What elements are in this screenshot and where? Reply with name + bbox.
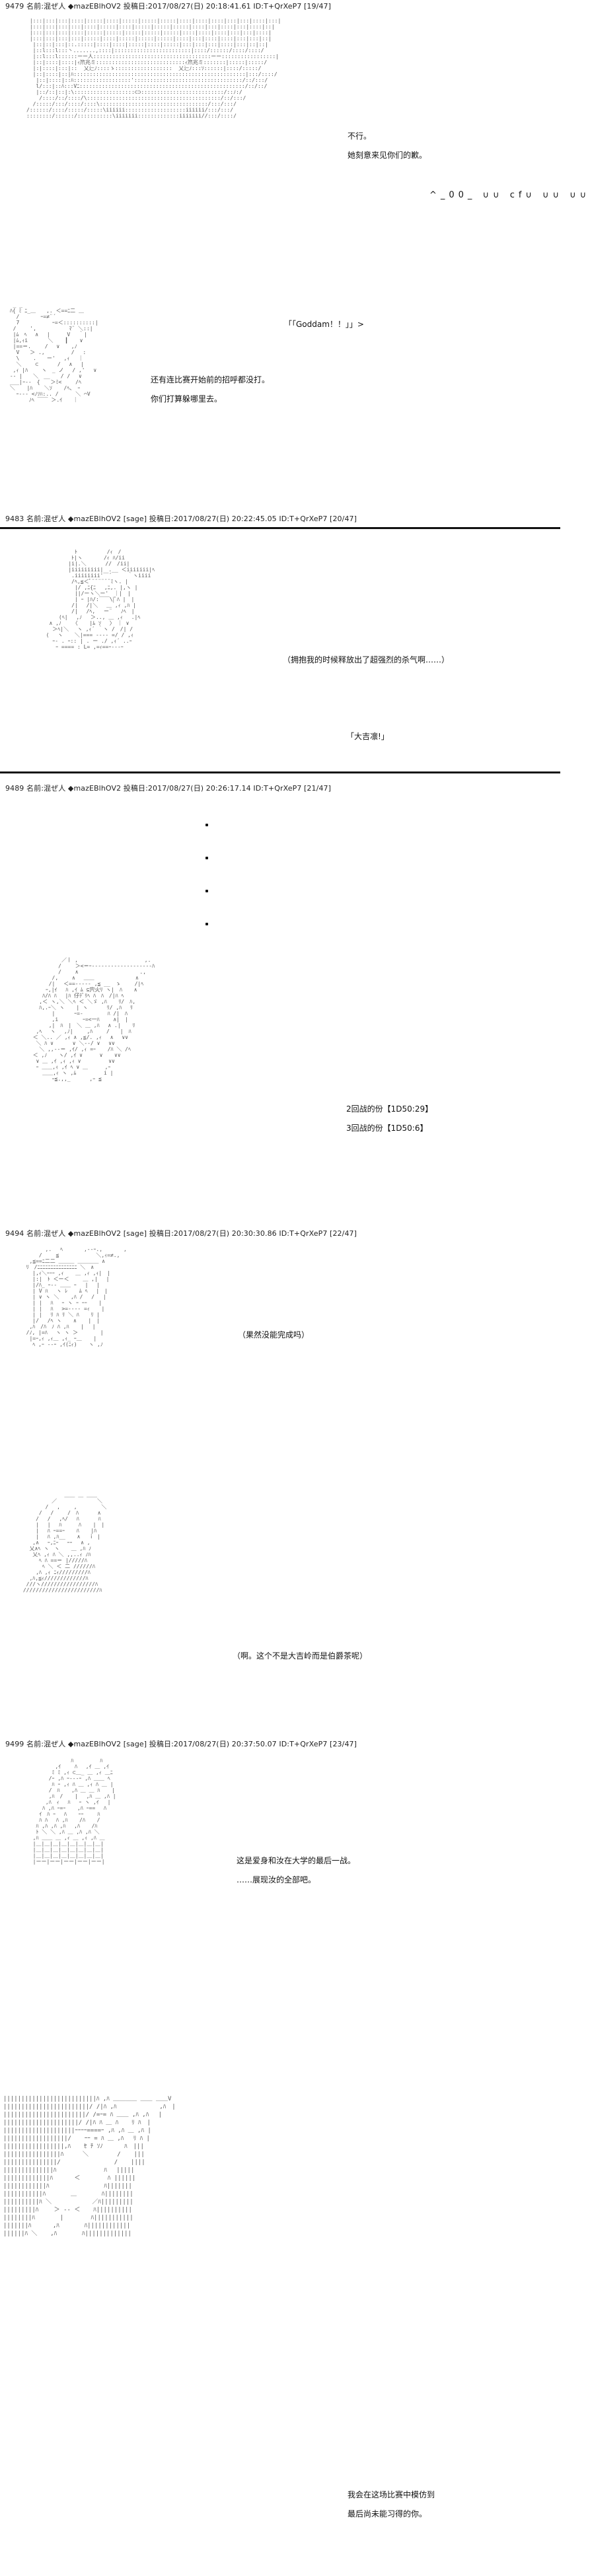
dialog-line: 不行。: [348, 131, 372, 141]
ascii-art-figure: ﾊ ﾊ ,ｲ ﾊ ,ｲ ＿ ,ｲ ﾐ ﾐ ,ｨ ⊂＿_ ＿ ,ｨ ＿ﾆ /ｰ ,…: [32, 1758, 116, 1865]
divider: [0, 527, 560, 529]
post-header: 9489 名前:混ぜ人 ◆mazEBlhOV2 投稿日:2017/08/27(日…: [5, 784, 332, 793]
ascii-art-figure: ﾄ /ｨ / ﾄ|ヽ /ｨ ﾊ/ii |i|.＼ // /ii| |iiiiii…: [46, 549, 155, 650]
dialog-line: （果然没能完成吗）: [238, 1330, 310, 1340]
ascii-art-figure: ＿＿ ＿ ＿＿ ／ ＼ / , , ＼ / / / ﾊ ∧ / / ,ﾍ/ ﾊ …: [22, 1492, 107, 1593]
ellipsis-dot: [205, 857, 208, 859]
dialog-line: 这是爱身和汝在大学的最后一战。: [237, 1856, 356, 1865]
dialog-line: （拥抱我的时候释放出了超强烈的杀气啊……）: [283, 655, 450, 664]
ascii-art-figure: ／ￜ , ,. / ＞<＝ｰ-------------------ﾊ / ∧ .…: [32, 957, 155, 1082]
dialog-line: 「大吉凛!」: [346, 732, 389, 741]
dialog-line: 3回战的份【1D50:6】: [346, 1124, 428, 1133]
dialog-line: 她刻意来见你们的歉。: [348, 151, 427, 160]
ellipsis-dot: [205, 824, 208, 826]
dialog-line: 「「Goddam！！」」>: [284, 320, 364, 329]
emoticon-text: ^_00_ ∪∪ cf∪ ∪∪ ∪∪: [429, 190, 590, 200]
post-header: 9479 名前:混ぜ人 ◆mazEBlhOV2 投稿日:2017/08/27(日…: [5, 2, 332, 11]
post-header: 9494 名前:混ぜ人 ◆mazEBlhOV2 [sage] 投稿日:2017/…: [5, 1229, 357, 1238]
dialog-line: 你们打算躲哪里去。: [151, 394, 223, 404]
divider: [0, 771, 560, 773]
dialog-line: 最后尚未能习得的你。: [348, 2509, 427, 2519]
dialog-line: 我会在这场比赛中模仿到: [348, 2490, 435, 2499]
page: 9479 名前:混ぜ人 ◆mazEBlhOV2 投稿日:2017/08/27(日…: [0, 2, 586, 2519]
ellipsis-dot: [205, 923, 208, 925]
ascii-art-figure: _ _ ﾊ{ ﾐ ﾆ_＿ ,. ＜==ﾆ二 ＿ / ｰ=≠¨´ 7 ｰ=＜:::…: [9, 302, 98, 403]
post-header: 9483 名前:混ぜ人 ◆mazEBlhOV2 [sage] 投稿日:2017/…: [5, 515, 357, 523]
ascii-art-figure: |:::|:::|:::|::::|:::::|::::|:::::|:::::…: [26, 18, 281, 119]
dialog-line: 还有连比赛开始前的招呼都没打。: [151, 375, 270, 384]
dialog-line: ……展现汝的全部吧。: [237, 1875, 316, 1884]
dialog-line: （啊。这个不是大吉岭而是伯爵茶呢）: [233, 1651, 368, 1661]
post-header: 9499 名前:混ぜ人 ◆mazEBlhOV2 [sage] 投稿日:2017/…: [5, 1740, 357, 1748]
dialog-line: 2回战的份【1D50:29】: [346, 1104, 433, 1114]
ascii-art-figure: ||||||||||||||||||||||||||ﾊ ,ﾊ ＿＿＿＿ ＿＿ ＿…: [3, 2096, 176, 2237]
ellipsis-dot: [205, 890, 208, 892]
ascii-art-figure: ,. ﾍ ,--ｰ., , / ≦ ＼,ｨ=≠., ,≦==ﾆ二二 ＿＿＿ ＿＿…: [26, 1246, 127, 1347]
